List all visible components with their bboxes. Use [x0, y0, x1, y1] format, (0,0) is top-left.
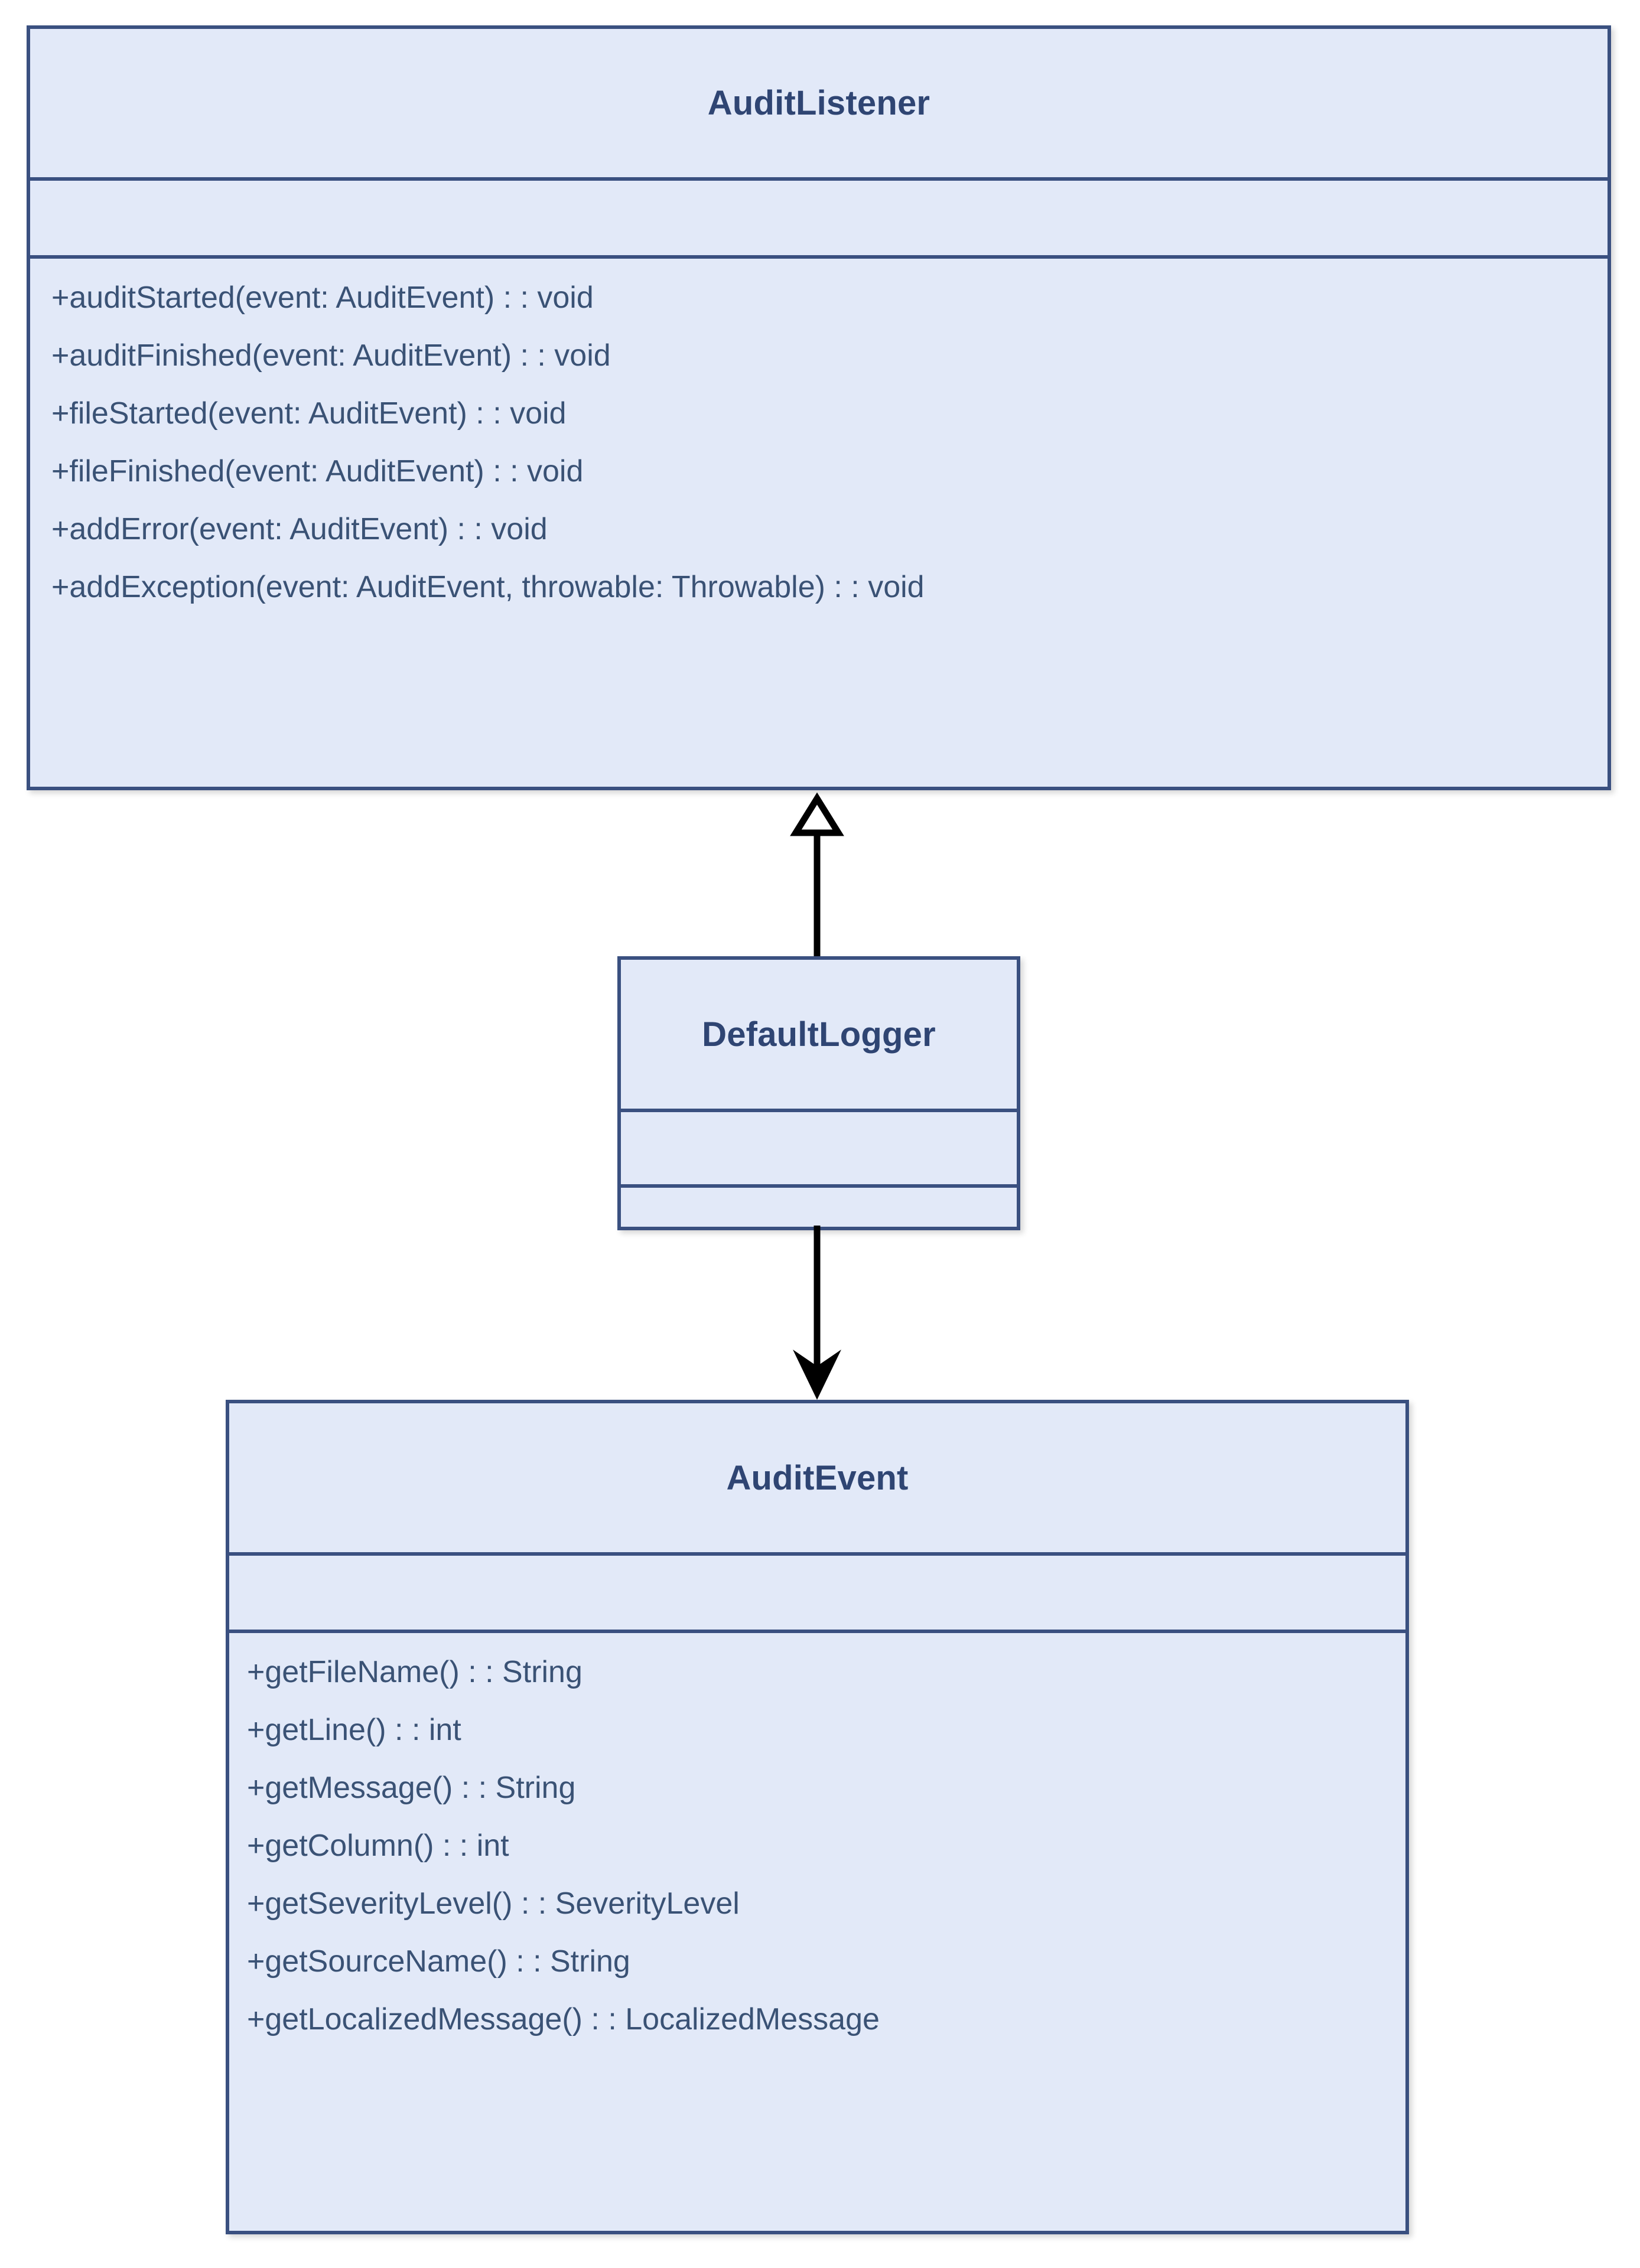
method-item: +getColumn() : : int — [247, 1829, 509, 1863]
class-methods-compartment-defaultlogger — [621, 1188, 1017, 1227]
method-item: +getLine() : : int — [247, 1713, 461, 1747]
method-item: +getLocalizedMessage() : : LocalizedMess… — [247, 2002, 880, 2036]
method-item: +addException(event: AuditEvent, throwab… — [51, 570, 925, 604]
class-box-defaultlogger[interactable]: DefaultLogger — [617, 956, 1020, 1230]
class-attributes-compartment-auditevent — [229, 1556, 1405, 1633]
class-title-row-defaultlogger: DefaultLogger — [621, 960, 1017, 1112]
method-item: +getSourceName() : : String — [247, 1944, 630, 1979]
association-arrow-defaultlogger-to-auditevent — [793, 1226, 841, 1400]
class-attributes-compartment-auditlistener — [30, 181, 1608, 259]
class-title-row-auditevent: AuditEvent — [229, 1403, 1405, 1556]
class-box-auditlistener[interactable]: AuditListener +auditStarted(event: Audit… — [27, 25, 1611, 790]
class-attributes-compartment-defaultlogger — [621, 1112, 1017, 1188]
class-name-defaultlogger: DefaultLogger — [702, 1015, 936, 1054]
method-item: +getMessage() : : String — [247, 1771, 576, 1805]
method-item: +auditStarted(event: AuditEvent) : : voi… — [51, 281, 594, 315]
class-methods-compartment-auditlistener: +auditStarted(event: AuditEvent) : : voi… — [30, 259, 1608, 787]
method-item: +fileFinished(event: AuditEvent) : : voi… — [51, 454, 584, 488]
method-item: +fileStarted(event: AuditEvent) : : void — [51, 396, 567, 431]
method-item: +getSeverityLevel() : : SeverityLevel — [247, 1886, 740, 1921]
class-title-row-auditlistener: AuditListener — [30, 29, 1608, 181]
method-item: +auditFinished(event: AuditEvent) : : vo… — [51, 338, 611, 373]
class-name-auditevent: AuditEvent — [726, 1458, 909, 1497]
method-item: +getFileName() : : String — [247, 1655, 583, 1689]
class-box-auditevent[interactable]: AuditEvent +getFileName() : : String +ge… — [226, 1400, 1409, 2234]
class-methods-compartment-auditevent: +getFileName() : : String +getLine() : :… — [229, 1633, 1405, 2231]
class-name-auditlistener: AuditListener — [707, 84, 930, 122]
generalization-arrow-defaultlogger-to-auditlistener — [790, 792, 844, 963]
method-item: +addError(event: AuditEvent) : : void — [51, 512, 548, 546]
